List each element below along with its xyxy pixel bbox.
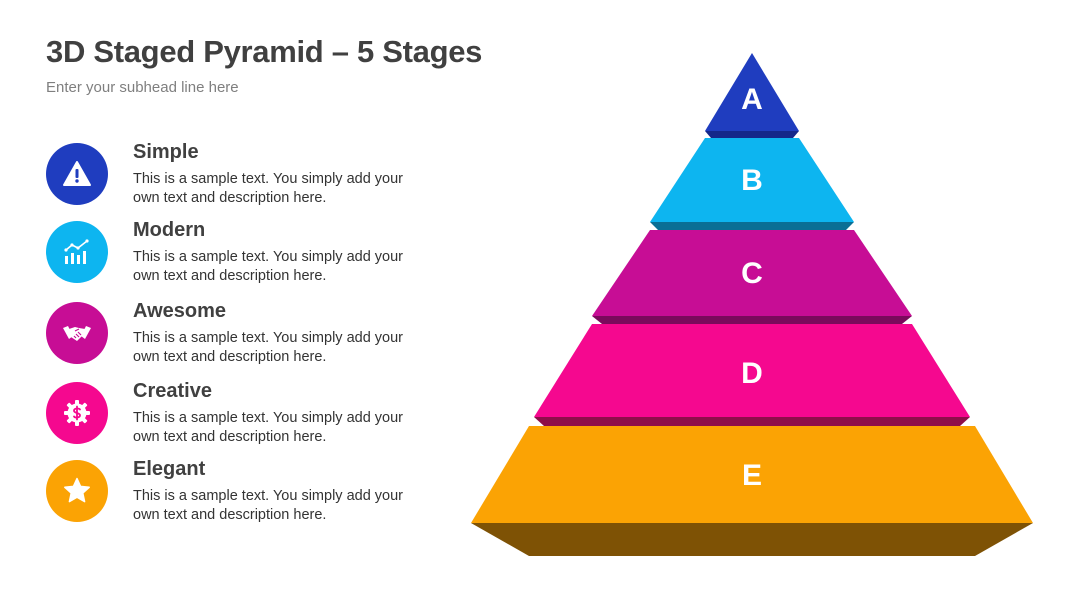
stage-shade (471, 523, 1033, 556)
star-icon (64, 477, 90, 503)
stage-face (705, 53, 799, 131)
icon-circle (46, 382, 108, 444)
list-item-simple: Simple This is a sample text. You simply… (46, 141, 426, 206)
pyramid-stage-a: A (705, 53, 799, 138)
stage-label: A (741, 83, 763, 116)
stage-face (471, 426, 1033, 523)
stage-label: B (741, 164, 763, 197)
list-item-elegant: Elegant This is a sample text. You simpl… (46, 458, 426, 523)
stage-label: C (741, 257, 763, 290)
list-item-awesome: Awesome This is a sample text. You simpl… (46, 300, 426, 365)
item-description: This is a sample text. You simply add yo… (133, 171, 403, 206)
icon-circle (46, 302, 108, 364)
icon-circle (46, 460, 108, 522)
icon-circle (46, 221, 108, 283)
stage-shade (705, 131, 799, 138)
item-description: This is a sample text. You simply add yo… (133, 410, 403, 445)
page-subtitle: Enter your subhead line here (46, 79, 239, 96)
item-title: Elegant (133, 458, 206, 480)
stage-face (534, 324, 970, 417)
stage-shade (534, 417, 970, 426)
list-item-creative: Creative This is a sample text. You simp… (46, 380, 426, 445)
warning-icon (63, 161, 91, 186)
icon-circle (46, 143, 108, 205)
stage-face (592, 230, 912, 316)
stage-label: D (741, 357, 763, 390)
item-description: This is a sample text. You simply add yo… (133, 249, 403, 284)
item-description: This is a sample text. You simply add yo… (133, 488, 403, 523)
item-title: Creative (133, 380, 212, 402)
item-title: Awesome (133, 300, 227, 322)
list-item-modern: Modern This is a sample text. You simply… (46, 219, 426, 284)
pyramid-stage-c: C (592, 230, 912, 324)
stage-shade (592, 316, 912, 324)
pyramid-stage-d: D (534, 324, 970, 426)
pyramid-stage-e: E (471, 426, 1033, 556)
page-title: 3D Staged Pyramid – 5 Stages (46, 34, 483, 69)
chart-icon (64, 239, 89, 264)
pyramid-stage-b: B (650, 138, 854, 230)
item-description: This is a sample text. You simply add yo… (133, 330, 403, 365)
stage-face (650, 138, 854, 222)
stage-shade (650, 222, 854, 230)
stage-label: E (742, 459, 762, 492)
gear-dollar-icon (64, 400, 90, 426)
handshake-icon (63, 326, 91, 341)
item-title: Simple (133, 141, 199, 163)
item-title: Modern (133, 219, 206, 241)
